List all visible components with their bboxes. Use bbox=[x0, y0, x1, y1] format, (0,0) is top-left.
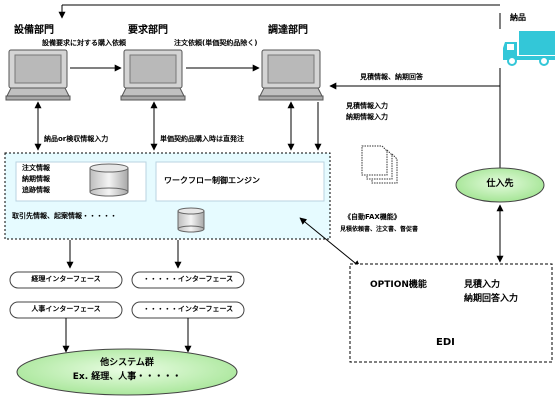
workflow-engine-panel bbox=[155, 161, 325, 202]
flow-label-quote-reply: 見積情報、納期回答 bbox=[360, 73, 423, 81]
edi-option-label: OPTION機能 bbox=[370, 280, 427, 290]
laptop-icon bbox=[5, 49, 71, 101]
department-equipment: 設備部門 bbox=[14, 25, 54, 36]
generic-interface-label: ・・・・・インターフェース bbox=[142, 275, 234, 283]
laptop-icon bbox=[120, 49, 186, 101]
truck-icon bbox=[503, 31, 555, 66]
order-info-label: 注文情報 bbox=[22, 164, 50, 172]
department-procurement: 調達部門 bbox=[268, 25, 308, 36]
edi-box bbox=[349, 263, 553, 363]
fax-documents-icon bbox=[361, 145, 398, 184]
other-systems-title: 他システム群 bbox=[100, 358, 154, 368]
flow-label-quote-input: 見積情報入力 bbox=[346, 102, 388, 110]
database-icon bbox=[89, 163, 129, 197]
edi-label: EDI bbox=[436, 337, 455, 348]
other-systems-node bbox=[16, 348, 238, 396]
flow-label-direct-order: 単価契約品購入時は直発注 bbox=[160, 135, 244, 143]
flow-label-delivery-input: 納期情報入力 bbox=[346, 113, 388, 121]
flow-label-purchase-request: 設備要求に対する購入依頼 bbox=[42, 39, 126, 47]
auto-fax-docs: 見積依頼書、注文書、督促書 bbox=[340, 226, 419, 233]
laptop-icon bbox=[258, 49, 324, 101]
generic-interface-pill bbox=[131, 271, 245, 289]
edi-delivery-reply-label: 納期回答入力 bbox=[464, 294, 519, 304]
delivery-info-label: 納期情報 bbox=[22, 175, 50, 183]
accounting-interface-label: 経理インターフェース bbox=[31, 275, 101, 283]
delivery-label: 納品 bbox=[510, 13, 526, 22]
delivery-return-line bbox=[58, 4, 501, 29]
edi-quote-label: 見積入力 bbox=[464, 280, 501, 290]
flow-label-order-request: 注文依頼(単価契約品除く) bbox=[174, 39, 258, 47]
partner-info-label: 取引先情報、起案情報・・・・・ bbox=[12, 212, 117, 220]
auto-fax-title: 《自動FAX機能》 bbox=[344, 213, 401, 221]
other-systems-examples: Ex. 経理、人事・・・・・ bbox=[72, 372, 182, 382]
core-edi-arrow bbox=[299, 217, 361, 268]
tracking-info-label: 追跡情報 bbox=[22, 186, 50, 194]
database-icon bbox=[177, 207, 205, 233]
generic-interface-label: ・・・・・インターフェース bbox=[142, 305, 234, 313]
accounting-interface-pill bbox=[9, 271, 123, 289]
flow-label-receipt-input: 納品or検収情報入力 bbox=[44, 135, 109, 143]
workflow-engine-label: ワークフロー制御エンジン bbox=[164, 176, 260, 185]
hr-interface-label: 人事インターフェース bbox=[31, 305, 101, 313]
supplier-label: 仕入先 bbox=[486, 179, 514, 189]
supplier-node bbox=[455, 167, 545, 203]
department-request: 要求部門 bbox=[128, 25, 168, 36]
